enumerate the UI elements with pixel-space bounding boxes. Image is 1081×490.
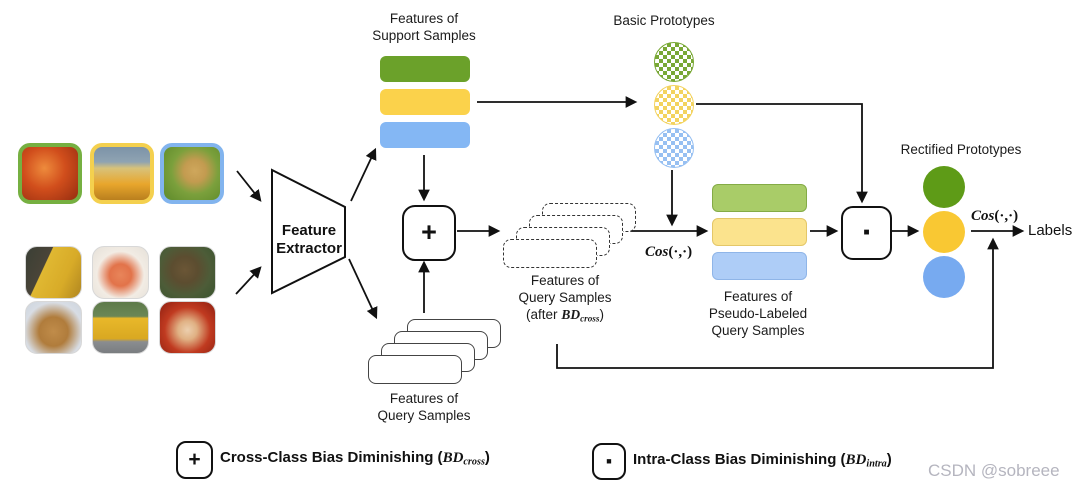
query-features-label: Features of Query Samples [354, 390, 494, 424]
basic-prototype-yellow [654, 85, 694, 125]
query-features-line1: Features of [389, 391, 459, 406]
support-features-title-line2: Support Samples [372, 28, 476, 43]
legend-cross-class-text: Cross-Class Bias Diminishing (BDcross) [220, 449, 490, 468]
dashed-feature-card [503, 239, 597, 268]
cos-similarity-final-label: Cos(·,·) [971, 207, 1018, 225]
cos-word: Cos [971, 208, 995, 224]
legend-cross-sub: cross [463, 456, 485, 468]
dot-icon: ■ [606, 456, 612, 466]
pseudo-features-line1: Features of [723, 289, 793, 304]
rectified-prototype-blue [923, 256, 965, 298]
feature-extractor-line2: Extractor [276, 240, 342, 257]
rectified-prototypes-title: Rectified Prototypes [900, 142, 1022, 157]
query-after-bd-label: Features of Query Samples (after BDcross… [495, 272, 635, 327]
query-feature-card [368, 355, 462, 384]
plus-icon: + [188, 447, 201, 471]
basic-prototype-green [654, 42, 694, 82]
query-after-line1: Features of [530, 273, 600, 288]
legend-plus-box: + [176, 441, 213, 479]
intra-class-bd-operator-box: ■ [841, 206, 892, 260]
pseudo-features-line3: Query Samples [711, 323, 805, 338]
cos-args: (·,·) [994, 208, 1019, 224]
support-feature-bar-green [380, 56, 470, 82]
pseudo-feature-bar-blue [712, 252, 807, 280]
support-image-dog [160, 143, 224, 204]
labels-output-text: Labels [1028, 222, 1073, 239]
query-image-crab-bowl [159, 301, 216, 354]
query-after-line2: Query Samples [518, 290, 612, 305]
support-feature-bar-yellow [380, 89, 470, 115]
query-image-golden-retriever [25, 301, 82, 354]
legend-intra-class-text: Intra-Class Bias Diminishing (BDintra) [633, 451, 892, 470]
legend-cross-pre: Cross-Class Bias Diminishing ( [220, 449, 443, 466]
support-image-school-bus [90, 143, 154, 204]
after-post: ) [599, 307, 604, 322]
after-bd: BD [561, 307, 581, 322]
feature-extractor-label: Feature Extractor [274, 222, 344, 258]
legend-cross-post: ) [484, 449, 490, 466]
legend-cross-bd: BD [442, 450, 464, 466]
pseudo-features-label: Features of Pseudo-Labeled Query Samples [688, 288, 828, 339]
legend-intra-bd: BD [845, 452, 867, 468]
support-image-crab [18, 143, 82, 204]
legend-intra-sub: intra [866, 458, 887, 470]
cos-similarity-pseudo-label: Cos(·,·) [645, 243, 692, 261]
dot-icon: ■ [863, 227, 870, 238]
after-bd-sub: cross [580, 313, 600, 324]
arrow-extractor-to-query-features [348, 258, 378, 320]
cos-word: Cos [645, 244, 669, 260]
query-image-dark-dog [159, 246, 216, 299]
pseudo-feature-bar-green [712, 184, 807, 212]
query-image-yellow-bus-street [25, 246, 82, 299]
pseudo-feature-bar-yellow [712, 218, 807, 246]
pseudo-features-line2: Pseudo-Labeled [708, 306, 808, 321]
query-features-line2: Query Samples [377, 408, 471, 423]
rectified-prototype-yellow [923, 211, 965, 253]
after-pre: (after [526, 307, 562, 322]
query-image-yellow-van [92, 301, 149, 354]
legend-intra-pre: Intra-Class Bias Diminishing ( [633, 451, 846, 468]
arrow-extractor-to-support-features [350, 147, 377, 202]
basic-prototypes-title: Basic Prototypes [613, 13, 715, 28]
query-image-crab-legs-plate [92, 246, 149, 299]
rectified-prototype-green [923, 166, 965, 208]
arrow-query-images-to-extractor [235, 266, 262, 295]
cross-class-bd-operator-box: + [402, 205, 456, 261]
support-feature-bar-blue [380, 122, 470, 148]
legend-intra-post: ) [886, 451, 892, 468]
basic-prototype-blue [654, 128, 694, 168]
cos-args: (·,·) [668, 244, 693, 260]
support-features-title-line1: Features of [389, 11, 459, 26]
watermark-text: CSDN @sobreee [928, 461, 1060, 480]
query-after-line3: (after BDcross) [495, 306, 635, 327]
support-features-title: Features of Support Samples [344, 10, 504, 44]
plus-icon: + [421, 216, 437, 247]
arrow-support-images-to-extractor [236, 170, 262, 202]
feature-extractor-line1: Feature [281, 222, 337, 239]
legend-dot-box: ■ [592, 443, 626, 480]
